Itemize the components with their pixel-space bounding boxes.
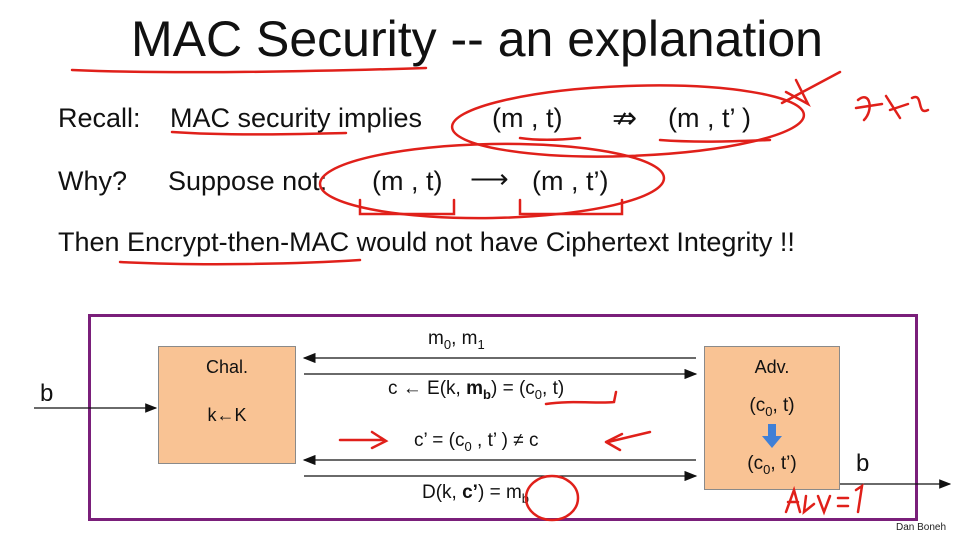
why-circle [318,142,666,220]
output-b: b [856,450,870,477]
recall-left-pair: (m , t) [492,103,563,133]
conclusion-pre: Then [58,227,128,257]
message-m0-m1: m0, m1 [428,328,485,352]
challenger-key: k←K [207,405,247,425]
recall-label: Recall: [58,103,141,133]
not-implies-arrow: ⇏ [612,102,638,135]
recall-right-pair: (m , t’ ) [668,103,751,133]
mb-circle [524,474,580,522]
adversary-box: Adv. (c0, t) (c0, t’) [704,346,840,490]
why-arrow: ⟶ [470,164,509,194]
recall-circle [450,84,806,158]
message-ciphertext: c ← E(k, mb) = (c0, t) [388,378,565,402]
why-label: Why? [58,166,128,196]
message-forged-ciphertext: c’ = (c0 , t’ ) ≠ c [414,430,539,454]
why-right-pair: (m , t’) [532,166,609,196]
adversary-label: Adv. [754,357,790,377]
challenger-label: Chal. [205,357,249,377]
conclusion-line: Then Encrypt-then-MAC would not have Cip… [58,227,795,258]
slide-title: MAC Security -- an explanation [0,10,954,68]
recall-text: MAC security implies [170,103,423,133]
author-credit: Dan Boneh [896,522,947,533]
adversary-pair-2: (c0, t’) [747,453,797,477]
game-diagram-frame [88,314,918,521]
title-main: MAC Security [131,11,437,67]
challenger-box: Chal. k←K [158,346,296,464]
title-rest: -- an explanation [450,11,823,67]
adversary-pair-1: (c0, t) [749,395,795,419]
why-text: Suppose not: [168,166,328,196]
title-underline [70,66,428,74]
input-b: b [40,380,54,407]
why-left-pair: (m , t) [372,166,443,196]
handwritten-ink [70,66,930,522]
conclusion-emphasis: Encrypt-then-MAC [127,227,350,257]
blue-down-arrow [762,424,782,448]
conclusion-post: would not have Ciphertext Integrity !! [349,227,795,257]
